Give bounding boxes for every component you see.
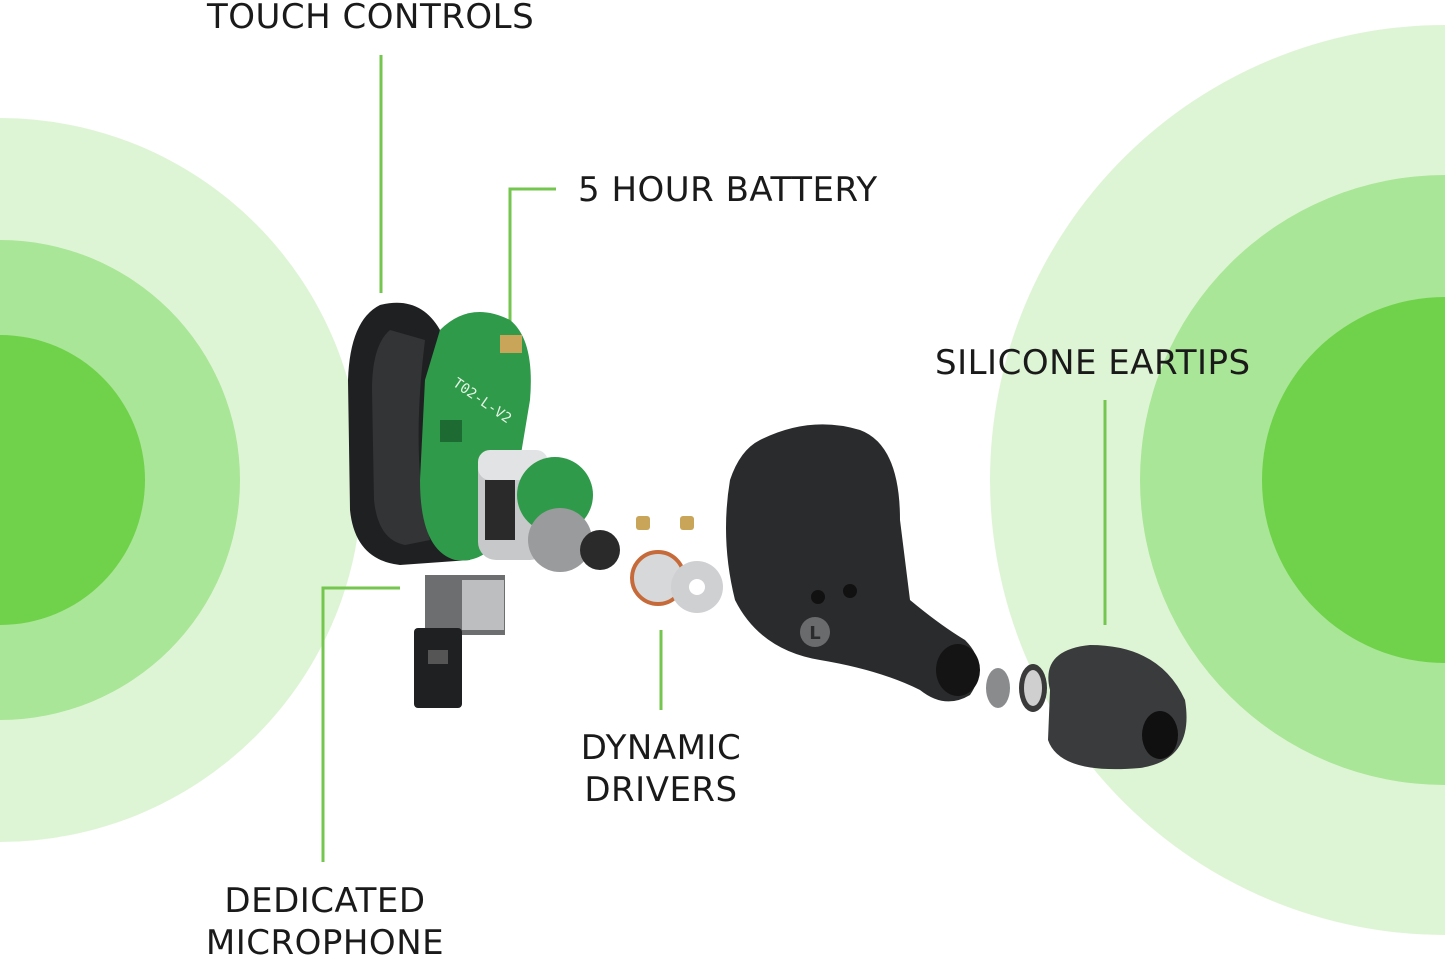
label-drivers-line1: DYNAMIC <box>580 728 742 768</box>
left-rings <box>0 118 362 842</box>
label-microphone: DEDICATED MICROPHONE <box>175 880 475 964</box>
label-microphone-line2: MICROPHONE <box>205 923 445 963</box>
label-drivers: DYNAMIC DRIVERS <box>561 727 761 811</box>
eartip-illustration <box>986 645 1187 770</box>
label-drivers-line2: DRIVERS <box>584 770 738 810</box>
leader-lines <box>321 55 1107 862</box>
driver-illustration <box>517 457 723 613</box>
label-eartips: SILICONE EARTIPS <box>935 343 1251 383</box>
label-microphone-line1: DEDICATED <box>224 881 426 921</box>
label-battery: 5 HOUR BATTERY <box>578 170 878 210</box>
right-rings <box>990 25 1445 935</box>
microphone-line <box>321 586 400 862</box>
earbud-side-marking: L <box>809 623 820 644</box>
battery-line <box>508 187 556 323</box>
label-touch-controls: TOUCH CONTROLS <box>207 0 535 37</box>
microphone-illustration <box>414 575 505 708</box>
earbud-illustration: L <box>726 424 980 702</box>
